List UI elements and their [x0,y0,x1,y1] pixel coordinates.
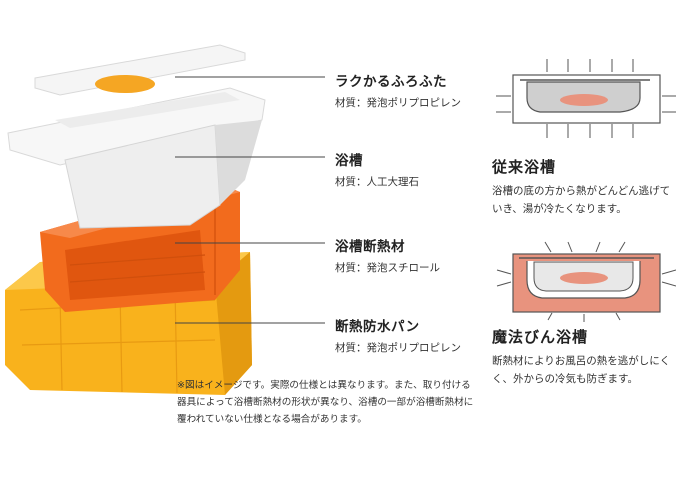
conventional-bath-diagram [496,59,676,138]
bath-lid-shape [35,45,245,95]
conventional-bath-description: 浴槽の底の方から熱がどんどん逃げていき、湯が冷たくなります。 [492,182,672,218]
component-pan-name: 断熱防水パン [335,315,420,335]
magic-bottle-bath-diagram [497,242,676,322]
component-lid-material: 材質：発泡ポリプロピレン [335,95,461,110]
conventional-bath-title: 従来浴槽 [492,156,556,177]
component-lid-name: ラクかるふろふた [335,70,447,90]
disclaimer-note: ※図はイメージです。実際の仕様とは異なります。また、取り付ける器具によって浴槽断… [177,377,477,428]
component-insulation-material: 材質：発泡スチロール [335,260,440,275]
component-bathtub-name: 浴槽 [335,149,363,169]
magic-bottle-bath-description: 断熱材によりお風呂の熱を逃がしにくく、外からの冷気も防ぎます。 [492,352,672,388]
magic-bottle-bath-title: 魔法びん浴槽 [492,326,588,347]
component-bathtub-material: 材質：人工大理石 [335,174,419,189]
component-insulation-name: 浴槽断熱材 [335,235,405,255]
component-pan-material: 材質：発泡ポリプロピレン [335,340,461,355]
